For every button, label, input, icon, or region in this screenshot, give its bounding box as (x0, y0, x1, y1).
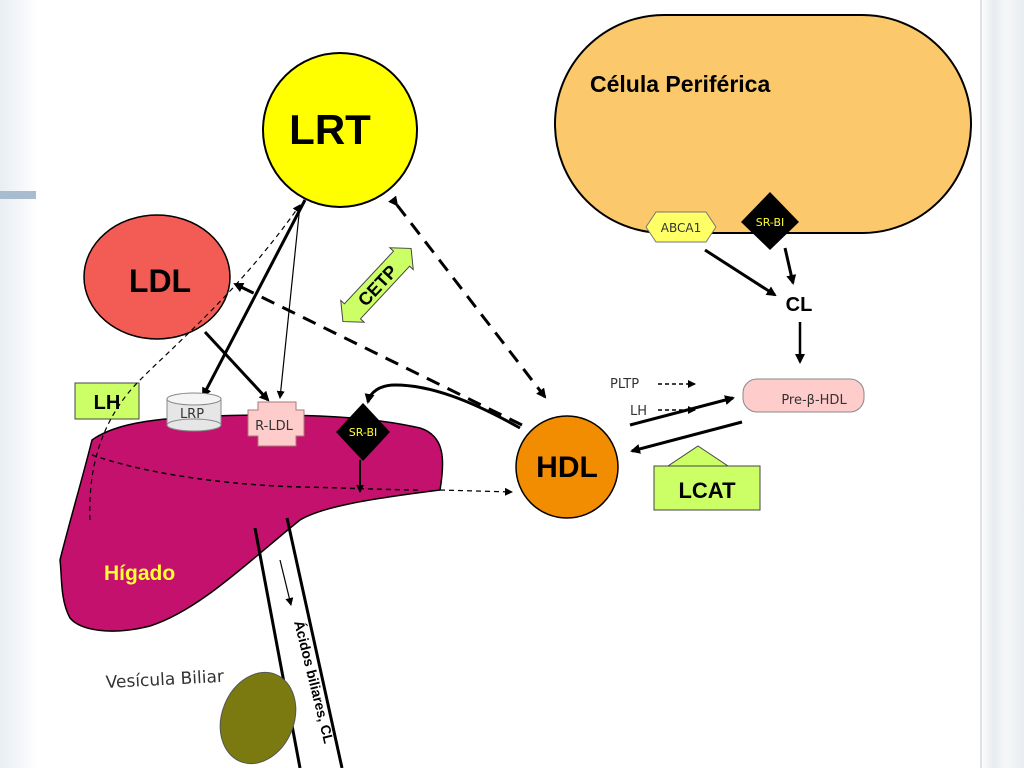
arrow-ldl-to-rldl (203, 330, 270, 402)
lrp-label: LRP (180, 407, 204, 422)
arrow-hdl-to-srbi-curve (364, 383, 521, 430)
cetp-transfer-arrow: CETP (340, 247, 414, 323)
ldl-node (83, 214, 231, 340)
lrt-node (262, 52, 418, 208)
hdl-label: HDL (536, 451, 598, 484)
lcat-label: LCAT (678, 478, 736, 503)
ldl-label: LDL (129, 263, 191, 299)
slide-right-divider (980, 0, 982, 768)
hdl-node (515, 415, 619, 519)
slide-left-edge (0, 0, 38, 768)
arrow-hdl-to-ldl-dashed (233, 282, 523, 427)
arrow-lrt-hdl-dashed (388, 195, 547, 399)
sr-bi-cell-receptor (741, 192, 799, 250)
arrow-liver-to-hdl-dashed (439, 487, 513, 496)
liver-shape (59, 414, 444, 632)
abca1-label: ABCA1 (661, 221, 701, 235)
lh-box-label: LH (94, 392, 121, 414)
abca1-transporter (645, 211, 717, 243)
arrow-lrt-to-lrp (201, 199, 307, 398)
gallbladder-label: Vesícula Biliar (105, 667, 224, 693)
arrow-srbi-to-cl (783, 247, 797, 285)
arrow-prebeta-to-hdl (630, 420, 743, 454)
arrow-abca1-to-cl (704, 248, 777, 297)
peripheral-cell-label: Célula Periférica (590, 71, 770, 97)
sr-bi-liver-label: SR-BI (349, 426, 378, 439)
lcat-box (653, 465, 761, 511)
sr-bi-cell-label: SR-BI (756, 216, 785, 229)
pre-beta-hdl-label: Pre-β-HDL (781, 393, 847, 408)
liver-label: Hígado (104, 562, 175, 585)
slide-right-edge (980, 0, 1024, 768)
r-ldl-label: R-LDL (255, 419, 293, 434)
slide-accent-bar (0, 191, 36, 199)
arrow-hdl-to-prebeta (629, 395, 735, 427)
cl-label: CL (786, 294, 813, 316)
arrow-bile-flow (279, 559, 294, 606)
lrt-label: LRT (289, 106, 371, 153)
lh-box (74, 382, 140, 420)
lh-small-label: LH (630, 404, 647, 419)
r-ldl-receptor (247, 401, 305, 447)
pltp-label: PLTP (610, 377, 639, 392)
dashed-curve-liver-to-lrt (89, 204, 301, 521)
arrow-lrt-to-rldl (276, 204, 301, 399)
pre-beta-hdl-box (742, 378, 865, 413)
sr-bi-liver-receptor (336, 403, 390, 461)
gallbladder-shape (219, 671, 297, 765)
lrp-receptor (166, 392, 222, 432)
